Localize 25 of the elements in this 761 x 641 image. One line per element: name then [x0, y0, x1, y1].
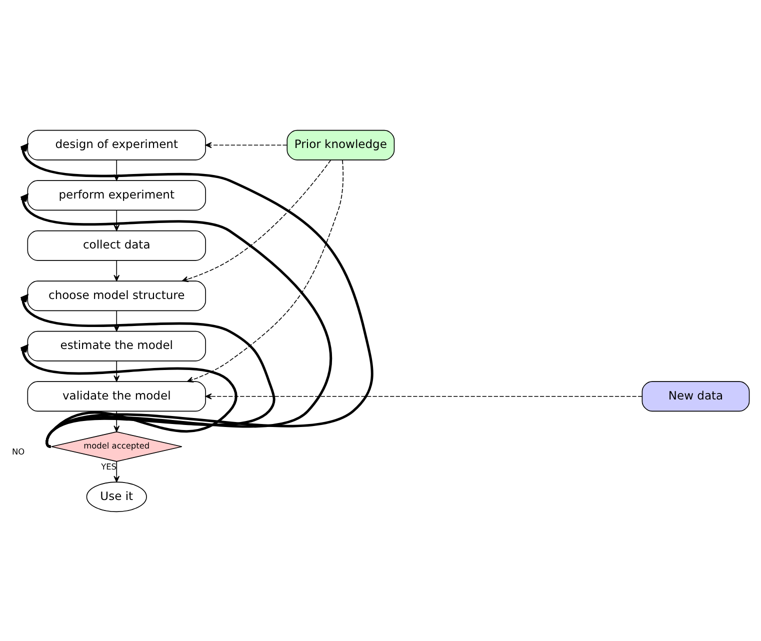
arrow	[186, 159, 344, 382]
arrow	[114, 410, 120, 432]
arrow	[114, 209, 120, 231]
arrow	[20, 194, 332, 447]
edge-label: YES	[101, 460, 117, 471]
arrow	[20, 294, 276, 448]
edge-label: NO	[12, 446, 25, 456]
arrow	[205, 392, 643, 399]
arrow	[182, 159, 332, 282]
node-diamond: model accepted	[50, 430, 182, 462]
node-box: validate the model	[27, 380, 206, 412]
arrow	[205, 142, 288, 148]
node-box: collect data	[27, 230, 206, 260]
arrow	[20, 143, 374, 447]
node-box: Prior knowledge	[286, 129, 395, 160]
node-box: design of experiment	[27, 129, 206, 160]
arrow	[114, 260, 120, 281]
arrow	[20, 344, 238, 448]
node-box: perform experiment	[27, 180, 206, 210]
arrow	[114, 360, 120, 382]
node-ellipse: Use it	[86, 481, 147, 512]
arrow	[114, 460, 120, 482]
node-box: choose model structure	[27, 280, 206, 311]
node-box: New data	[642, 380, 750, 412]
node-box: estimate the model	[27, 330, 206, 361]
